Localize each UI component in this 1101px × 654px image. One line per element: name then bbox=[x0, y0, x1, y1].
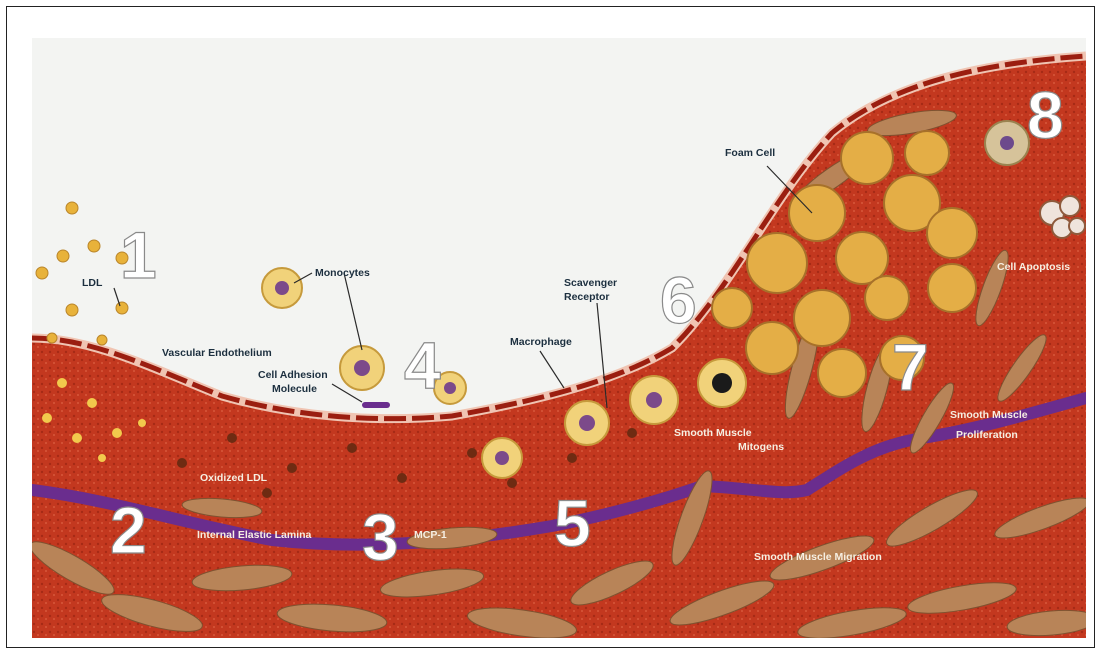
label-smooth-muscle-mitogens-line1: Smooth Muscle bbox=[674, 427, 752, 439]
label-ldl: LDL bbox=[82, 277, 103, 289]
label-scavenger-line2: Receptor bbox=[564, 291, 610, 303]
label-macrophage: Macrophage bbox=[510, 336, 572, 348]
label-internal-elastic-lamina: Internal Elastic Lamina bbox=[197, 529, 312, 541]
step-number-6: 6 bbox=[660, 263, 697, 337]
label-smooth-muscle-mitogens-line2: Mitogens bbox=[738, 441, 784, 453]
step-number-2: 2 bbox=[110, 493, 147, 567]
label-cell-apoptosis: Cell Apoptosis bbox=[997, 261, 1070, 273]
step-number-8: 8 bbox=[1027, 78, 1064, 152]
label-cell-adhesion-line2: Molecule bbox=[272, 383, 317, 395]
step-number-4: 4 bbox=[404, 328, 441, 402]
step-number-1: 1 bbox=[120, 218, 157, 292]
label-oxidized-ldl: Oxidized LDL bbox=[200, 472, 268, 484]
label-smooth-muscle-proliferation-line1: Smooth Muscle bbox=[950, 409, 1028, 421]
label-cell-adhesion-line1: Cell Adhesion bbox=[258, 369, 328, 381]
label-mcp1: MCP-1 bbox=[414, 529, 447, 541]
step-number-7: 7 bbox=[892, 330, 929, 404]
cell-adhesion-molecule bbox=[362, 402, 390, 408]
label-vascular-endothelium: Vascular Endothelium bbox=[162, 347, 272, 359]
step-number-5: 5 bbox=[554, 486, 591, 560]
atherosclerosis-diagram: 1 2 3 4 5 6 7 8 LDL Monocytes Vascular E… bbox=[32, 38, 1086, 638]
label-smooth-muscle-proliferation-line2: Proliferation bbox=[956, 429, 1018, 441]
label-foam-cell: Foam Cell bbox=[725, 147, 775, 159]
label-monocytes: Monocytes bbox=[315, 267, 370, 279]
step-number-3: 3 bbox=[362, 500, 399, 574]
label-scavenger-line1: Scavenger bbox=[564, 277, 617, 289]
label-smooth-muscle-migration: Smooth Muscle Migration bbox=[754, 551, 882, 563]
